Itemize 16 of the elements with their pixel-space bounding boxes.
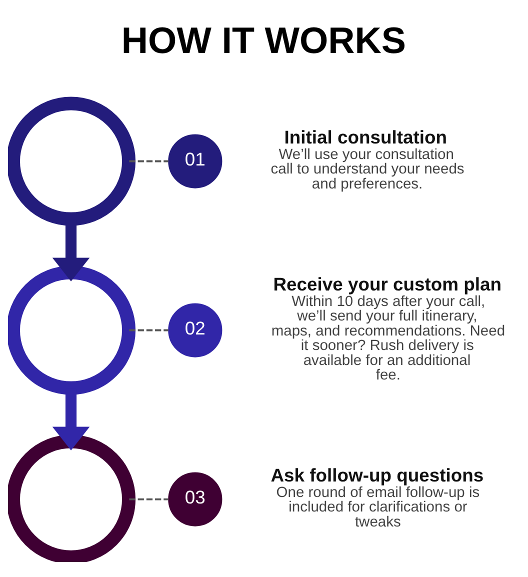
connector bbox=[129, 498, 168, 500]
node-circle: 02 bbox=[168, 303, 222, 358]
node-label: Within 10 days after your call, we’ll send your full itinerary, maps, and recommendations. Need it sooner? Rush delivery is available for an additional fee. bbox=[271, 294, 506, 384]
node-label: One round of email follow-up is included for clarifications or tweaks bbox=[276, 484, 480, 530]
connector bbox=[129, 160, 168, 162]
node-circle bbox=[8, 96, 136, 226]
node-circle: 03 bbox=[168, 472, 222, 526]
connector bbox=[129, 329, 168, 332]
node-circle bbox=[8, 434, 136, 562]
node-label: Receive your custom plan bbox=[273, 273, 502, 294]
node-label: Ask follow-up questions bbox=[270, 464, 484, 486]
node-circle: 01 bbox=[168, 134, 222, 188]
node-label: We’ll use your consultation call to understand your needs and preferences. bbox=[270, 146, 464, 192]
node-label: Initial consultation bbox=[284, 126, 448, 148]
diagram-title: HOW IT WORKS bbox=[121, 20, 406, 62]
node-circle bbox=[8, 266, 136, 395]
